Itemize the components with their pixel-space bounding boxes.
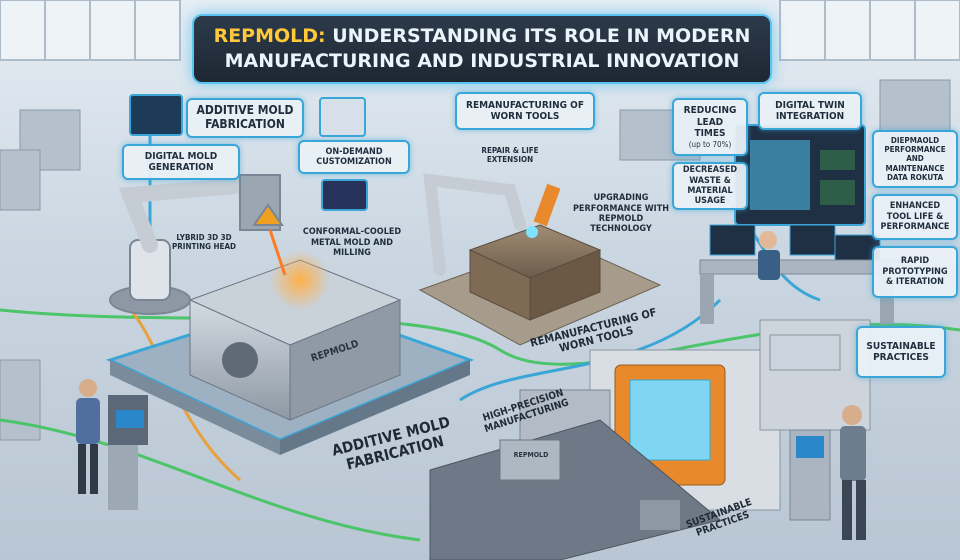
label-remanufacturing-top: REMANUFACTURING OF WORN TOOLS	[455, 92, 595, 130]
title-line2: MANUFACTURING AND INDUSTRIAL INNOVATION	[224, 50, 740, 72]
digital-twin-workstation	[699, 124, 901, 324]
label-enhanced-tool-life: ENHANCED TOOL LIFE & PERFORMANCE	[872, 194, 958, 240]
worker-left	[76, 379, 148, 510]
repmold-mold-block	[188, 250, 402, 421]
label-sustainable-right: SUSTAINABLE PRACTICES	[856, 326, 946, 378]
worker-right	[789, 405, 866, 540]
label-decreased-waste: DECREASED WASTE & MATERIAL USAGE	[672, 162, 748, 210]
page-title: REPMOLD: UNDERSTANDING ITS ROLE IN MODER…	[192, 14, 772, 84]
label-upgrading-performance: UPGRADING PERFORMANCE WITH REPMOLD TECHN…	[573, 193, 669, 235]
label-repair-life-extension: REPAIR & LIFE EXTENSION	[481, 145, 539, 164]
label-conformal-cooled: CONFORMAL-COOLED METAL MOLD AND MILLING	[302, 227, 402, 259]
callout-screens	[129, 94, 368, 211]
label-digital-twin: DIGITAL TWIN INTEGRATION	[758, 92, 862, 130]
label-reducing-sub: (up to 70%)	[688, 139, 732, 149]
factory-windows	[0, 0, 960, 61]
title-brand: REPMOLD:	[213, 25, 326, 47]
label-on-demand-customization: ON-DEMAND CUSTOMIZATION	[298, 140, 410, 174]
mold-brand-small: REPMOLD	[513, 451, 549, 459]
label-hybrid-head: LYBRID 3D 3D PRINTING HEAD	[171, 232, 237, 251]
title-line1: UNDERSTANDING ITS ROLE IN MODERN	[325, 25, 751, 47]
label-rapid-prototyping: RAPID PROTOTYPING & ITERATION	[872, 246, 958, 298]
conveyor-belt	[429, 419, 722, 560]
label-reducing-lead-times: REDUCING LEAD TIMES (up to 70%)	[672, 98, 748, 156]
robot-arm-left	[109, 174, 287, 315]
label-additive-mold-fabrication: ADDITIVE MOLD FABRICATION	[186, 98, 304, 138]
background-machines	[0, 79, 951, 441]
remanufacturing-station	[418, 173, 662, 346]
label-digital-mold-generation: DIGITAL MOLD GENERATION	[122, 144, 240, 180]
label-predictive-data: DIEPMAOLD PERFORMANCE and MAINTENANCE DA…	[872, 130, 958, 188]
